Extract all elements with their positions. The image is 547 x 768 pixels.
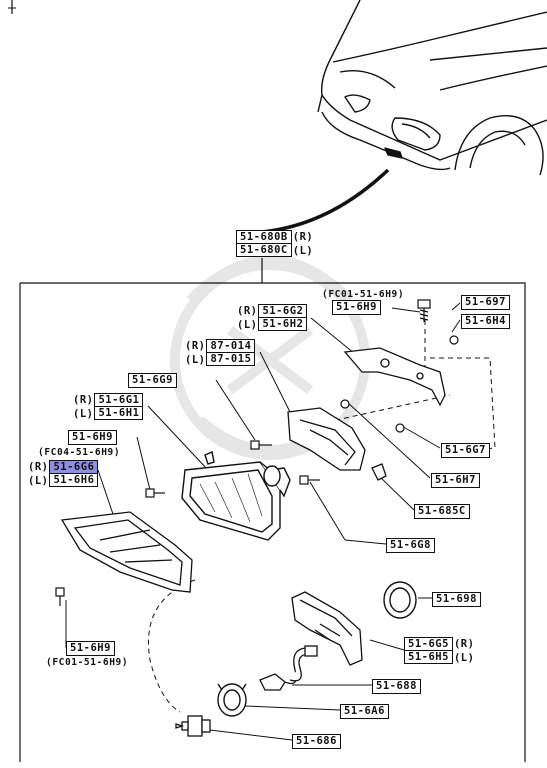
part-code: 87-015 — [206, 353, 256, 366]
side-label: (L) — [453, 652, 475, 664]
part-code-highlighted: 51-6G6 — [49, 460, 99, 474]
car-front-illustration — [317, 0, 547, 176]
callout-51-6g2[interactable]: (R) (L) 51-6G2 51-6H2 — [236, 304, 308, 332]
note-fc01-bottom: (FC01-51-6H9) — [46, 657, 129, 668]
callout-51-6g9[interactable]: 51-6G9 — [128, 373, 177, 388]
callout-51-6g8[interactable]: 51-6G8 — [386, 538, 435, 553]
callout-51-688[interactable]: 51-688 — [372, 679, 421, 694]
side-label: (R) — [28, 461, 49, 473]
note-fc01-top: (FC01-51-6H9) — [322, 289, 405, 300]
lamp-cover — [60, 511, 193, 593]
wire-harness — [259, 645, 318, 691]
side-label: (R) — [185, 340, 206, 352]
part-code: 51-680C — [236, 244, 292, 257]
side-label: (L) — [28, 475, 49, 487]
callout-51-6a6[interactable]: 51-6A6 — [340, 704, 389, 719]
callout-51-686[interactable]: 51-686 — [292, 734, 341, 749]
callout-51-680b[interactable]: 51-680B 51-680C (R) (L) — [236, 230, 314, 258]
side-label: (L) — [185, 354, 206, 366]
callout-51-685c[interactable]: 51-685C — [414, 504, 470, 519]
mounting-bracket — [343, 347, 446, 407]
part-code: 51-6H1 — [94, 407, 144, 420]
side-label: (L) — [237, 319, 258, 331]
callout-51-6h9-bottom[interactable]: 51-6H9 — [66, 641, 115, 656]
part-code: 51-680B — [236, 230, 292, 244]
bulb-socket — [217, 683, 247, 717]
part-code: 51-6H2 — [258, 318, 308, 331]
callout-51-6h4[interactable]: 51-6H4 — [461, 314, 510, 329]
note-fc04: (FC04-51-6H9) — [38, 447, 121, 458]
side-label: (L) — [292, 245, 314, 257]
callout-51-6g7[interactable]: 51-6G7 — [441, 443, 490, 458]
callout-51-697[interactable]: 51-697 — [461, 295, 510, 310]
side-label: (R) — [292, 231, 314, 243]
side-label: (R) — [73, 394, 94, 406]
assembly-frame — [19, 258, 526, 762]
callout-51-6g5[interactable]: 51-6G5 51-6H5 (R) (L) — [404, 637, 475, 665]
side-label: (R) — [453, 638, 475, 650]
callout-51-698[interactable]: 51-698 — [432, 592, 481, 607]
bulb — [175, 715, 211, 737]
lamp-housing — [287, 407, 387, 481]
leader-lines — [65, 302, 461, 741]
callout-51-6g1[interactable]: (R) (L) 51-6G1 51-6H1 — [72, 393, 144, 421]
part-code: 51-6G5 — [404, 637, 453, 651]
retaining-ring — [383, 581, 417, 619]
part-code: 51-6G2 — [258, 304, 308, 318]
callout-51-6g6[interactable]: (R) (L) 51-6G6 51-6H6 — [27, 460, 99, 488]
callout-51-6h9-top[interactable]: 51-6H9 — [332, 300, 381, 315]
bulb-holder-bracket — [291, 591, 363, 666]
part-code: 51-6H5 — [404, 651, 453, 664]
part-code: 87-014 — [206, 339, 256, 353]
part-code: 51-6G1 — [94, 393, 144, 407]
side-label: (L) — [73, 408, 94, 420]
part-code: 51-6H6 — [49, 474, 99, 487]
fog-lamp-unit — [181, 451, 291, 541]
callout-51-6h7[interactable]: 51-6H7 — [431, 473, 480, 488]
callout-51-6h9-mid[interactable]: 51-6H9 — [68, 430, 117, 445]
side-label: (R) — [237, 305, 258, 317]
callout-87-014[interactable]: (R) (L) 87-014 87-015 — [184, 339, 256, 367]
